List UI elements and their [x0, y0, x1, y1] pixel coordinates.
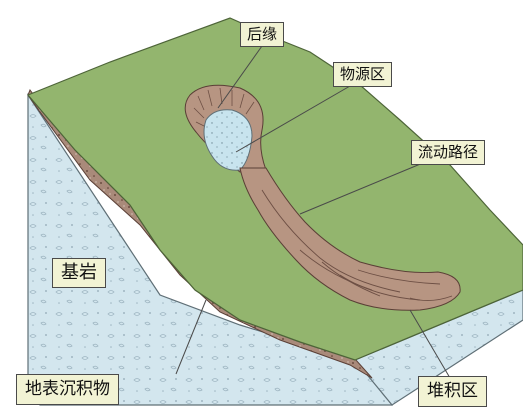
- label-source-area: 物源区: [333, 62, 392, 87]
- label-rear-edge: 后缘: [240, 22, 284, 47]
- label-flow-path: 流动路径: [411, 140, 485, 165]
- label-bedrock: 基岩: [52, 258, 106, 288]
- label-deposition-area: 堆积区: [418, 376, 487, 407]
- label-surface-sediment: 地表沉积物: [16, 374, 119, 405]
